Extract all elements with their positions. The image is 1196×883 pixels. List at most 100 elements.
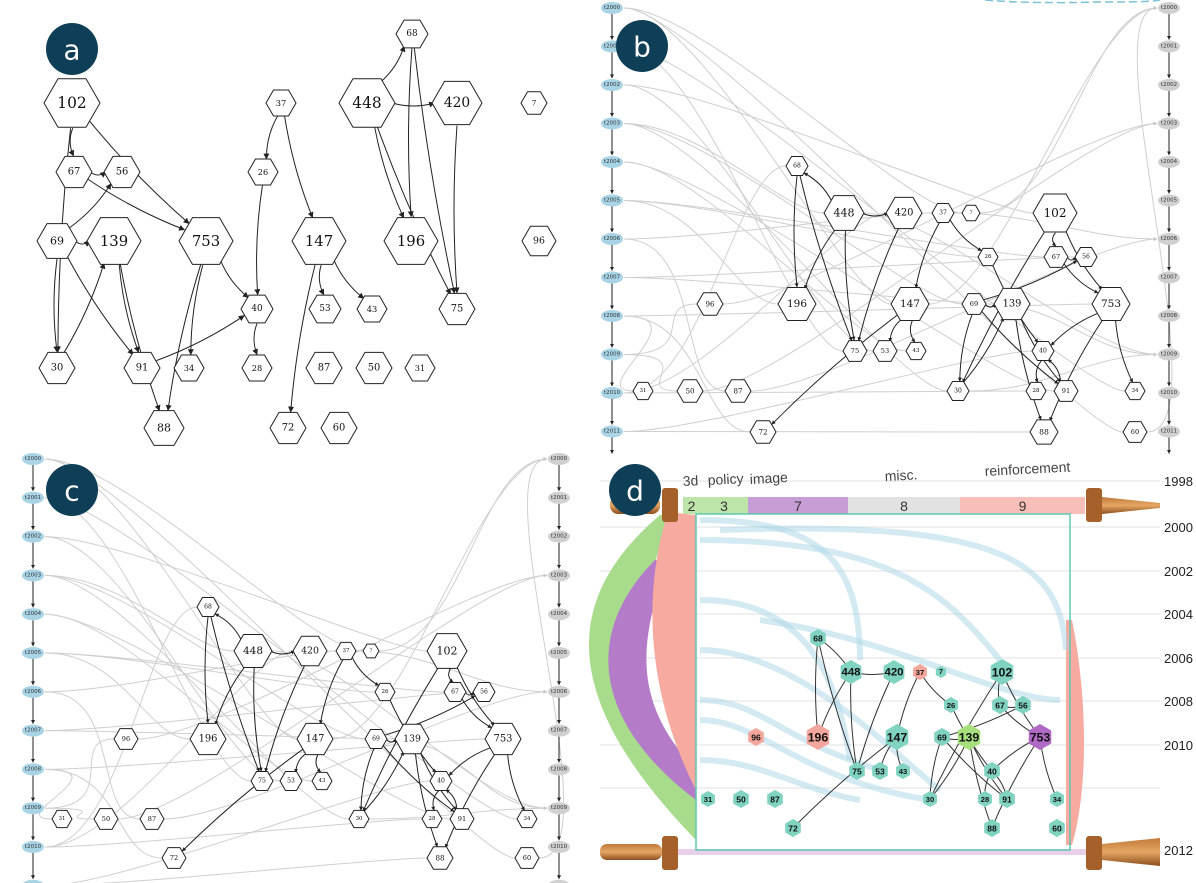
year-node[interactable] — [1158, 40, 1180, 53]
graph-node[interactable]: 26 — [374, 682, 396, 702]
graph-node[interactable]: 30 — [38, 351, 76, 385]
graph-node[interactable]: 75 — [438, 292, 476, 326]
graph-node[interactable]: 91 — [999, 790, 1015, 808]
year-node[interactable] — [1158, 348, 1180, 361]
year-node[interactable] — [548, 530, 570, 543]
year-node[interactable] — [548, 569, 570, 582]
year-node[interactable] — [22, 879, 44, 883]
graph-node[interactable]: 448 — [823, 195, 865, 231]
year-node[interactable] — [548, 763, 570, 776]
graph-node[interactable]: 88 — [984, 819, 1000, 837]
year-node[interactable] — [22, 685, 44, 698]
graph-node[interactable]: 102 — [990, 659, 1014, 685]
year-node[interactable] — [1158, 156, 1180, 168]
graph-node[interactable]: 7 — [520, 91, 548, 115]
year-node[interactable] — [548, 647, 570, 659]
year-node[interactable] — [22, 763, 44, 776]
graph-node[interactable]: 56 — [1074, 246, 1098, 268]
graph-node[interactable]: 53 — [872, 762, 888, 780]
year-node[interactable] — [1158, 233, 1180, 245]
graph-node[interactable]: 420 — [292, 635, 328, 667]
graph-node[interactable]: 60 — [514, 847, 540, 869]
graph-node[interactable]: 69 — [961, 293, 987, 315]
roller-knob[interactable] — [1086, 836, 1102, 870]
graph-node[interactable]: 40 — [240, 294, 274, 324]
graph-node[interactable]: 139 — [957, 724, 981, 750]
year-node[interactable] — [22, 569, 44, 582]
graph-node[interactable]: 50 — [733, 790, 749, 808]
graph-node[interactable]: 139 — [993, 287, 1031, 321]
graph-node[interactable]: 753 — [1028, 724, 1052, 750]
graph-node[interactable]: 96 — [113, 728, 139, 750]
graph-node[interactable]: 69 — [36, 223, 78, 259]
year-node[interactable] — [548, 841, 570, 853]
topic-segment[interactable] — [848, 497, 960, 514]
graph-node[interactable]: 30 — [923, 791, 937, 807]
graph-node[interactable]: 53 — [279, 770, 303, 792]
graph-node[interactable]: 26 — [247, 158, 279, 186]
graph-node[interactable]: 40 — [429, 770, 453, 792]
graph-node[interactable]: 75 — [250, 770, 274, 792]
topic-segment[interactable] — [960, 497, 1085, 514]
graph-node[interactable]: 50 — [355, 351, 393, 385]
graph-node[interactable]: 60 — [1049, 819, 1065, 837]
year-node[interactable] — [1158, 194, 1180, 207]
graph-node[interactable]: 196 — [806, 724, 830, 750]
year-node[interactable] — [22, 530, 44, 543]
graph-node[interactable]: 88 — [143, 410, 185, 446]
graph-node[interactable]: 68 — [196, 596, 220, 618]
graph-node[interactable]: 147 — [885, 724, 909, 750]
graph-node[interactable]: 7 — [961, 204, 981, 222]
roller-knob[interactable] — [1086, 488, 1102, 522]
graph-node[interactable]: 67 — [992, 696, 1008, 714]
graph-node[interactable]: 67 — [1043, 246, 1069, 268]
graph-node[interactable]: 43 — [356, 295, 388, 323]
graph-node[interactable]: 753 — [484, 722, 522, 756]
graph-node[interactable]: 7 — [362, 643, 380, 659]
graph-node[interactable]: 69 — [934, 728, 950, 746]
graph-node[interactable]: 30 — [348, 809, 370, 829]
graph-node[interactable]: 37 — [335, 641, 357, 661]
graph-node[interactable]: 34 — [173, 354, 205, 382]
graph-node[interactable]: 72 — [785, 819, 801, 837]
graph-node[interactable]: 420 — [885, 196, 923, 230]
year-node[interactable] — [601, 387, 623, 399]
year-node[interactable] — [1158, 425, 1180, 438]
graph-node[interactable]: 196 — [189, 722, 227, 756]
graph-node[interactable]: 26 — [944, 697, 958, 713]
graph-node[interactable]: 91 — [1053, 380, 1079, 402]
year-node[interactable] — [601, 233, 623, 245]
graph-node[interactable]: 448 — [840, 660, 862, 684]
graph-node[interactable]: 43 — [905, 341, 927, 361]
graph-node[interactable]: 30 — [946, 380, 970, 402]
topic-segment[interactable] — [683, 497, 700, 514]
year-node[interactable] — [1158, 79, 1180, 91]
graph-node[interactable]: 88 — [1029, 419, 1059, 445]
graph-node[interactable]: 43 — [896, 763, 910, 779]
graph-node[interactable]: 96 — [521, 225, 557, 257]
year-node[interactable] — [548, 491, 570, 504]
graph-node[interactable]: 96 — [696, 292, 724, 316]
graph-node[interactable]: 91 — [449, 808, 475, 830]
year-node[interactable] — [22, 841, 44, 853]
graph-node[interactable]: 37 — [265, 89, 297, 117]
year-node[interactable] — [601, 194, 623, 207]
year-node[interactable] — [22, 802, 44, 815]
graph-node[interactable]: 37 — [913, 664, 927, 680]
graph-node[interactable]: 69 — [364, 728, 388, 750]
graph-node[interactable]: 87 — [305, 351, 343, 385]
year-node[interactable] — [601, 348, 623, 361]
roller-handle[interactable] — [1102, 497, 1160, 514]
graph-node[interactable]: 40 — [984, 762, 1000, 780]
graph-node[interactable]: 753 — [1091, 287, 1131, 321]
year-node[interactable] — [601, 425, 623, 438]
year-node[interactable] — [601, 310, 623, 322]
graph-node[interactable]: 53 — [872, 340, 898, 362]
year-node[interactable] — [22, 453, 44, 465]
graph-node[interactable]: 448 — [338, 78, 396, 128]
graph-node[interactable]: 37 — [931, 202, 955, 224]
graph-node[interactable]: 50 — [93, 808, 119, 830]
graph-node[interactable]: 40 — [1031, 340, 1055, 362]
year-node[interactable] — [548, 724, 570, 737]
